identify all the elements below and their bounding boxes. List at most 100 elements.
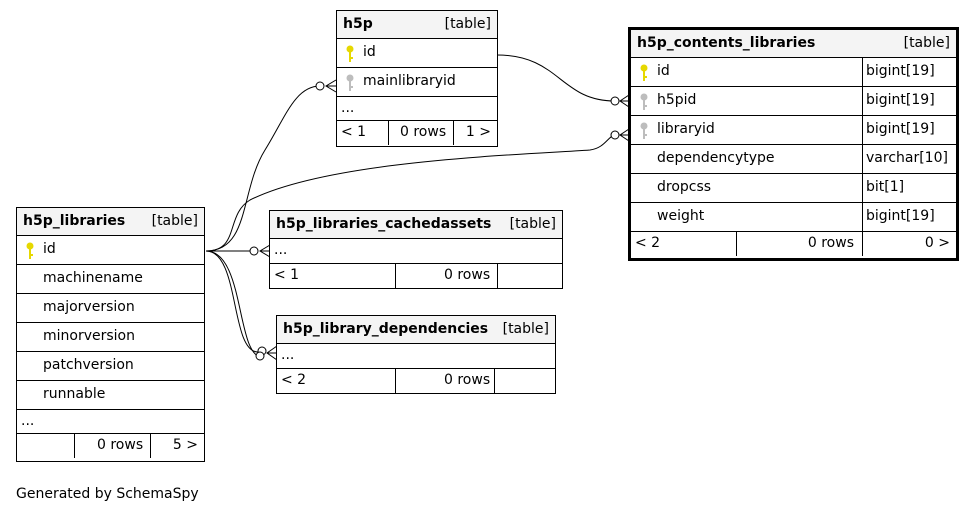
- column-row: weight bigint[19]: [631, 203, 956, 232]
- footer-parents: < 1: [274, 267, 300, 283]
- column-row: mainlibraryid: [337, 68, 497, 97]
- column-row: dependencytype varchar[10]: [631, 145, 956, 174]
- column-name: dropcss: [657, 179, 712, 195]
- more-columns-row: ...: [17, 410, 204, 434]
- column-name: weight: [657, 208, 705, 224]
- table-footer: < 1 0 rows 1 >: [337, 121, 497, 145]
- column-name: patchversion: [43, 357, 134, 373]
- column-name: libraryid: [657, 121, 715, 137]
- edge-libraries-to-dependencies-1: [205, 250, 259, 353]
- table-header: h5p_contents_libraries [table]: [631, 30, 956, 58]
- footer-parents: < 2: [281, 372, 307, 388]
- table-header: h5p_libraries [table]: [17, 208, 204, 236]
- footer-children: 5 >: [172, 437, 198, 453]
- column-row: machinename: [17, 265, 204, 294]
- column-type: bigint[19]: [866, 208, 935, 224]
- column-name: mainlibraryid: [363, 73, 456, 89]
- column-name: h5pid: [657, 92, 697, 108]
- table-kind: [table]: [151, 213, 198, 229]
- more-columns: ...: [21, 413, 35, 429]
- column-name: id: [43, 241, 56, 257]
- footer-rows: 0 rows: [807, 235, 854, 251]
- table-name: h5p_libraries: [23, 213, 126, 229]
- column-row: minorversion: [17, 323, 204, 352]
- table-h5p-libraries-cachedassets[interactable]: h5p_libraries_cachedassets [table] ... <…: [269, 210, 563, 289]
- table-kind: [table]: [509, 216, 556, 232]
- table-name: h5p_libraries_cachedassets: [276, 216, 492, 232]
- primary-key-icon: [640, 64, 648, 81]
- more-columns: ...: [281, 347, 295, 363]
- footer-rows: 0 rows: [444, 267, 491, 283]
- column-row: id: [17, 236, 204, 265]
- table-kind: [table]: [502, 321, 549, 337]
- edge-crowsfoot: [325, 79, 337, 93]
- column-name: minorversion: [43, 328, 135, 344]
- footer-children: 1 >: [465, 124, 491, 140]
- edge-crowsfoot: [259, 244, 271, 258]
- table-footer: < 2 0 rows: [277, 369, 555, 393]
- column-name: dependencytype: [657, 150, 775, 166]
- table-name: h5p_contents_libraries: [637, 35, 816, 51]
- column-type: bigint[19]: [866, 121, 935, 137]
- table-header: h5p [table]: [337, 11, 497, 39]
- column-type: bigint[19]: [866, 63, 935, 79]
- table-h5p[interactable]: h5p [table] id mainlibraryid ... < 1 0 r…: [336, 10, 498, 147]
- table-h5p-library-dependencies[interactable]: h5p_library_dependencies [table] ... < 2…: [276, 315, 556, 394]
- footer-rows: 0 rows: [444, 372, 491, 388]
- more-columns-row: ...: [337, 97, 497, 121]
- more-columns-row: ...: [270, 239, 562, 264]
- foreign-key-icon: [346, 74, 354, 91]
- footer-rows: 0 rows: [97, 437, 144, 453]
- table-kind: [table]: [903, 35, 950, 51]
- edge-end-circle: [610, 130, 620, 140]
- more-columns: ...: [274, 242, 288, 258]
- column-name: majorversion: [43, 299, 135, 315]
- table-footer: < 1 0 rows: [270, 264, 562, 288]
- column-type: varchar[10]: [866, 150, 948, 166]
- footer-rows: 0 rows: [400, 124, 447, 140]
- table-footer: < 2 0 rows 0 >: [631, 232, 956, 256]
- foreign-key-icon: [640, 122, 648, 139]
- more-columns-row: ...: [277, 344, 555, 369]
- edge-end-circle: [249, 246, 259, 256]
- table-kind: [table]: [444, 16, 491, 32]
- column-type: bit[1]: [866, 179, 905, 195]
- edge-libraries-to-h5p: [205, 85, 321, 252]
- edge-end-circle: [610, 96, 620, 106]
- edge-h5p-to-contents-libraries: [496, 54, 616, 102]
- table-name: h5p_library_dependencies: [283, 321, 489, 337]
- column-row: dropcss bit[1]: [631, 174, 956, 203]
- primary-key-icon: [346, 45, 354, 62]
- column-type: bigint[19]: [866, 92, 935, 108]
- footer-parents: < 2: [635, 235, 661, 251]
- table-name: h5p: [343, 16, 373, 32]
- more-columns: ...: [341, 100, 355, 116]
- column-row: runnable: [17, 381, 204, 410]
- table-header: h5p_libraries_cachedassets [table]: [270, 211, 562, 239]
- table-h5p-contents-libraries[interactable]: h5p_contents_libraries [table] id bigint…: [628, 27, 959, 261]
- foreign-key-icon: [640, 93, 648, 110]
- table-footer: 0 rows 5 >: [17, 434, 204, 458]
- table-h5p-libraries[interactable]: h5p_libraries [table] id machinename maj…: [16, 207, 205, 462]
- column-row: id bigint[19]: [631, 58, 956, 87]
- column-row: h5pid bigint[19]: [631, 87, 956, 116]
- table-header: h5p_library_dependencies [table]: [277, 316, 555, 344]
- edge-crowsfoot: [619, 128, 630, 142]
- column-name: runnable: [43, 386, 106, 402]
- column-row: id: [337, 39, 497, 68]
- column-row: libraryid bigint[19]: [631, 116, 956, 145]
- column-row: patchversion: [17, 352, 204, 381]
- edge-end-circle: [315, 81, 325, 91]
- column-name: id: [657, 63, 670, 79]
- edge-libraries-to-dependencies-2: [205, 250, 263, 358]
- edge-crowsfoot: [619, 94, 630, 108]
- generated-by-label: Generated by SchemaSpy: [16, 486, 199, 502]
- edge-crowsfoot: [266, 345, 278, 361]
- primary-key-icon: [26, 242, 34, 259]
- edge-libraries-to-contents-libraries: [205, 134, 616, 252]
- edge-end-circle: [255, 351, 265, 361]
- column-name: id: [363, 44, 376, 60]
- column-name: machinename: [43, 270, 143, 286]
- column-row: majorversion: [17, 294, 204, 323]
